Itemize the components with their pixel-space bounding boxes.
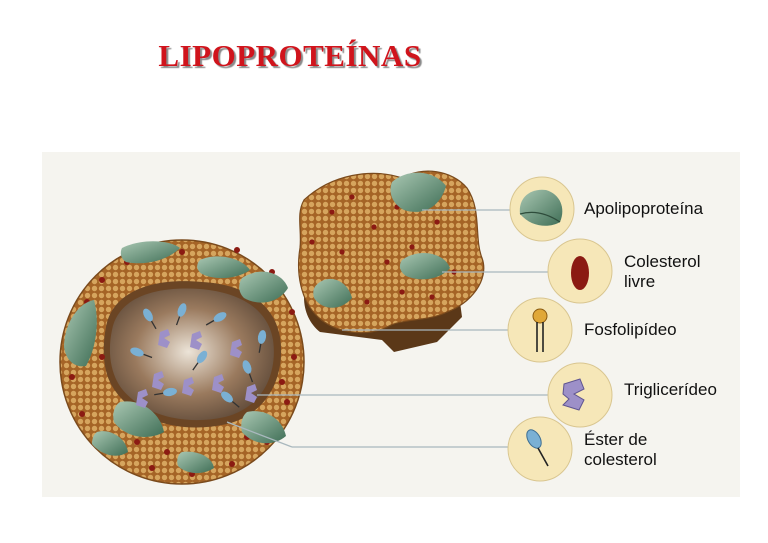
page-title: LIPOPROTEÍNAS <box>0 38 580 74</box>
label-fosfolipideo: Fosfolipídeo <box>584 320 677 340</box>
lipoprotein-sphere <box>60 240 304 484</box>
label-apolipoproteina: Apolipoproteína <box>584 199 703 219</box>
cholesterol-ester-icon <box>508 417 572 481</box>
label-colesterol-livre: Colesterol livre <box>624 252 701 292</box>
label-ester-colesterol: Éster de colesterol <box>584 430 657 470</box>
free-cholesterol-icon <box>548 239 612 303</box>
phospholipid-icon <box>508 298 572 362</box>
label-triglicerideo: Triglicerídeo <box>624 380 717 400</box>
triglyceride-icon <box>548 363 612 427</box>
apolipoprotein-icon <box>510 177 574 241</box>
lipoprotein-diagram: Apolipoproteína Colesterol livre Fosfoli… <box>42 152 740 497</box>
